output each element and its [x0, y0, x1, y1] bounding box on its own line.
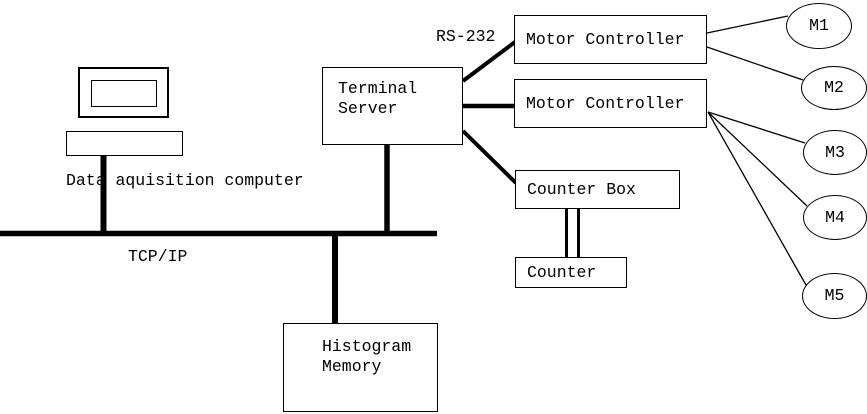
histogram-memory-node: Histogram Memory [283, 323, 438, 412]
motor-controller-2-node: Motor Controller [514, 79, 707, 128]
motor-controller-2-label: Motor Controller [526, 93, 685, 113]
mc1-m2-line [706, 46, 804, 81]
counter-label: Counter [527, 262, 597, 282]
rs232-link-line-counter-box [461, 129, 518, 185]
motor-m3-label: M3 [825, 142, 845, 162]
motor-m5-label: M5 [824, 286, 845, 305]
rs232-label: RS-232 [436, 27, 496, 46]
motor-m2-label: M2 [824, 78, 844, 97]
motor-m4-label: M4 [825, 207, 845, 227]
motor-m1-node: M1 [786, 3, 852, 49]
mc1-m1-line [706, 15, 789, 34]
mc2-m4-line [707, 111, 808, 207]
motor-m4-node: M4 [803, 195, 867, 240]
motor-m5-node: M5 [802, 273, 867, 319]
motor-controller-1-label: Motor Controller [526, 29, 685, 49]
motor-m2-node: M2 [801, 66, 867, 110]
terminal-server-label-line2: Server [338, 99, 398, 118]
histogram-memory-label-line2: Memory [322, 357, 382, 376]
counter-box-node: Counter Box [515, 170, 680, 209]
terminal-server-node: Terminal Server [322, 67, 463, 145]
motor-controller-1-node: Motor Controller [514, 15, 707, 64]
terminal-server-label-line1: Terminal [338, 79, 418, 98]
mc2-m3-line [707, 111, 806, 144]
motor-m1-label: M1 [809, 16, 829, 35]
computer-screen-icon [91, 80, 157, 107]
motor-m3-node: M3 [803, 130, 867, 175]
mc2-m5-line [707, 111, 807, 286]
counter-box-label: Counter Box [527, 179, 636, 199]
data-acquisition-computer-label: Data aquisition computer [66, 171, 304, 190]
computer-keyboard-icon [66, 131, 183, 156]
computer-monitor-icon [78, 67, 169, 118]
histogram-memory-label-line1: Histogram [322, 337, 412, 356]
counter-node: Counter [515, 257, 627, 288]
tcpip-label: TCP/IP [128, 247, 188, 266]
rs232-link-line-mc1 [461, 40, 517, 83]
